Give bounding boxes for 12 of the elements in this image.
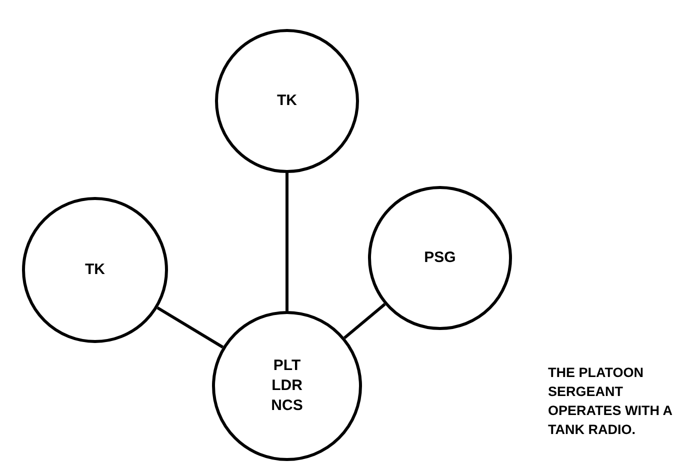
circle-node [22, 197, 168, 343]
connector-line [286, 173, 288, 311]
node-label: TK [277, 90, 297, 111]
circle-node [215, 29, 359, 173]
node-label: PSG [424, 248, 456, 268]
node-label: TK [85, 260, 105, 280]
node-label: PLT LDR NCS [270, 356, 304, 416]
connector-line [344, 303, 386, 340]
note-text: THE PLATOON SERGEANT OPERATES WITH A TANK RADIO. [548, 364, 673, 439]
circle-node [212, 311, 362, 461]
connector-line [156, 306, 224, 348]
circle-node [368, 186, 512, 330]
